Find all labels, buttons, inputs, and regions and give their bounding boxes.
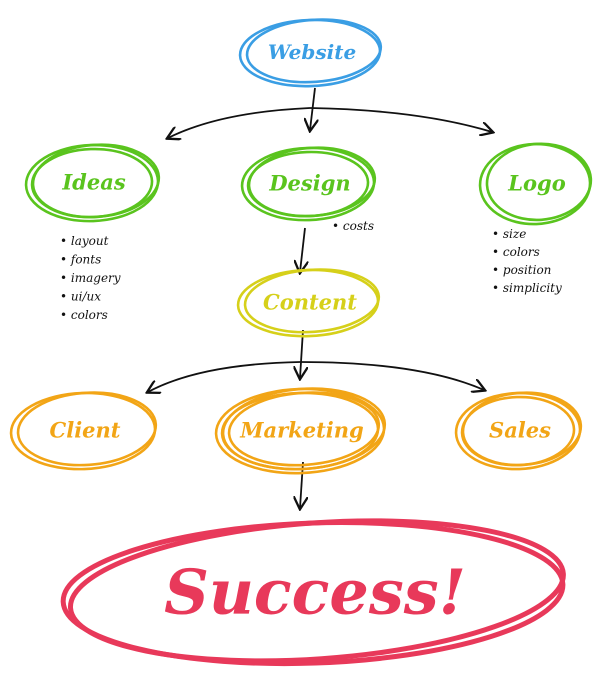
bullet-item: • size (492, 227, 526, 241)
bullet-item: • ui/ux (60, 290, 101, 304)
node-circle-outline (245, 18, 383, 84)
arrow-ideas-logo-curve-right (309, 107, 492, 132)
bullet-list-design: • costs (332, 219, 374, 233)
node-label-website: Website (268, 40, 356, 64)
arrow-ideas-logo-curve-left (168, 107, 311, 138)
bullet-item: • position (492, 263, 551, 277)
arrow-website-to-design (310, 87, 315, 130)
node-circle-outline (246, 150, 370, 218)
bullet-item: • costs (332, 219, 374, 233)
bullet-item: • colors (492, 245, 540, 259)
arrow-sales-curve (299, 361, 484, 390)
node-circle-outline (243, 268, 381, 334)
node-label-ideas: Ideas (61, 169, 125, 194)
node-marketing: Marketing (214, 387, 387, 475)
arrow-client-curve (148, 361, 301, 392)
node-label-sales: Sales (489, 417, 551, 442)
bullet-list-ideas: • layout • fonts • imagery • ui/ux • colors (60, 234, 121, 322)
node-label-logo: Logo (507, 170, 565, 195)
node-label-marketing: Marketing (239, 417, 363, 442)
bullet-item: • layout (60, 234, 109, 248)
node-label-client: Client (50, 417, 121, 442)
arrow-content-to-marketing (300, 329, 303, 378)
node-circle-outline (460, 395, 576, 467)
node-label-success: Success! (164, 556, 466, 629)
node-label-design: Design (268, 170, 350, 195)
node-design: Design (240, 146, 377, 222)
node-label-content: Content (263, 289, 357, 314)
arrow-design-to-content (300, 227, 305, 272)
node-circle-outline (227, 391, 381, 467)
node-success: Success! (60, 518, 566, 667)
node-content: Content (236, 268, 381, 338)
bullet-item: • fonts (60, 253, 101, 267)
bullet-item: • simplicity (492, 281, 562, 295)
node-ideas: Ideas (24, 143, 161, 223)
node-client: Client (9, 391, 158, 471)
node-sales: Sales (454, 391, 583, 471)
connector-arrows (148, 87, 492, 508)
node-circle-outline (30, 147, 154, 219)
node-circle-outline (16, 391, 158, 467)
node-circle-outline (485, 142, 593, 222)
node-website: Website (238, 18, 383, 88)
bullet-list-logo: • size • colors • position • simplicity (492, 227, 562, 295)
node-circle-outline (67, 518, 566, 664)
bullet-item: • colors (60, 308, 108, 322)
node-logo: Logo (478, 142, 593, 226)
bullet-item: • imagery (60, 271, 121, 285)
